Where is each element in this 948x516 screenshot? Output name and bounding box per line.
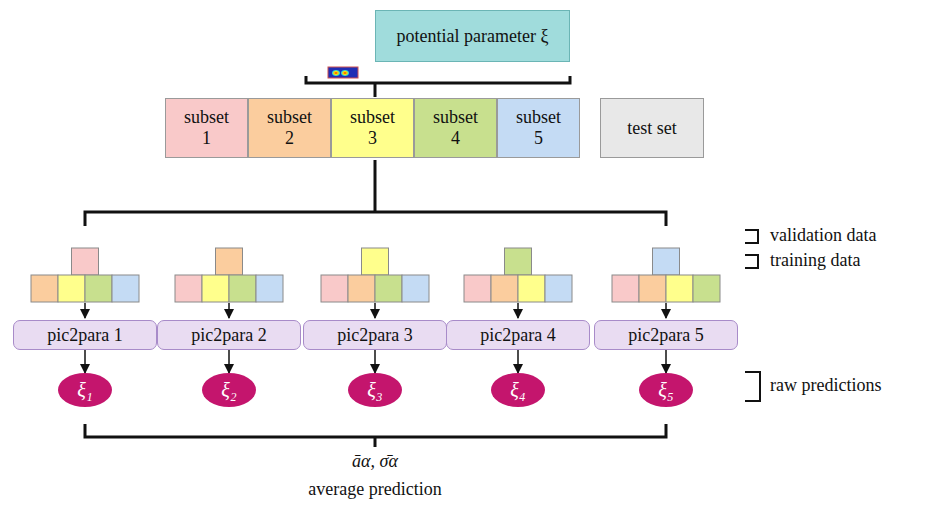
mid-bracket xyxy=(85,212,666,226)
fold-square xyxy=(545,275,572,302)
node-text: pic2para 1 xyxy=(47,325,122,346)
prediction-ellipse: ξ₁ xyxy=(58,373,112,407)
brackets xyxy=(85,76,760,447)
bottom-bracket-stem xyxy=(374,437,377,447)
model-box: pic2para 5 xyxy=(594,320,738,350)
fold-square xyxy=(693,275,720,302)
mid-bracket-stem xyxy=(374,160,377,212)
fold-square xyxy=(362,248,389,275)
formula: āα, σ̄α xyxy=(352,452,398,472)
legend-note: training data xyxy=(770,251,860,271)
fold-square xyxy=(321,275,348,302)
fold-square xyxy=(402,275,429,302)
fold-square xyxy=(505,248,532,275)
subset-box: subset 4 xyxy=(414,98,497,158)
test-set-box: test set xyxy=(600,98,704,158)
prediction-ellipse: ξ₃ xyxy=(348,373,402,407)
legend-note: validation data xyxy=(770,226,876,246)
subset-box: subset 1 xyxy=(165,98,248,158)
param-box: potential parameter ξ xyxy=(375,10,570,62)
top-bracket-stem xyxy=(374,83,377,97)
model-box: pic2para 2 xyxy=(157,320,301,350)
fold-square xyxy=(85,275,112,302)
node-text: subset 3 xyxy=(346,107,399,148)
caption-text: average prediction xyxy=(308,480,441,500)
fold-square xyxy=(216,248,243,275)
fold-square xyxy=(175,275,202,302)
prediction-ellipse: ξ₄ xyxy=(491,373,545,407)
fold-square xyxy=(202,275,229,302)
fold-square xyxy=(112,275,139,302)
bottom-bracket xyxy=(85,424,666,437)
node-text: potential parameter ξ xyxy=(397,26,549,47)
node-text: ξ₄ xyxy=(510,379,526,402)
feed-arrow xyxy=(228,303,230,318)
side-bracket xyxy=(745,372,760,401)
fold-square xyxy=(31,275,58,302)
node-text: pic2para 3 xyxy=(337,325,412,346)
fold-square xyxy=(653,248,680,275)
model-box: pic2para 1 xyxy=(13,320,157,350)
node-text: subset 5 xyxy=(512,107,565,148)
fold-square xyxy=(639,275,666,302)
connector-arrow xyxy=(84,350,86,373)
fold-square xyxy=(348,275,375,302)
fold-square xyxy=(375,275,402,302)
node-text: ξ₅ xyxy=(658,379,674,402)
connector-arrow xyxy=(665,350,667,373)
side-bracket xyxy=(745,230,758,243)
subset-box: subset 2 xyxy=(248,98,331,158)
connector-arrow xyxy=(374,350,376,373)
fold-square xyxy=(612,275,639,302)
feed-arrow xyxy=(665,303,667,318)
fold-square xyxy=(72,248,99,275)
legend-note: raw predictions xyxy=(770,376,881,396)
node-text: subset 1 xyxy=(180,107,233,148)
fold-squares xyxy=(31,248,720,302)
prediction-ellipse: ξ₅ xyxy=(639,373,693,407)
fold-square xyxy=(518,275,545,302)
node-text: pic2para 4 xyxy=(480,325,555,346)
subset-box: subset 3 xyxy=(331,98,414,158)
fold-square xyxy=(229,275,256,302)
top-bracket xyxy=(306,76,570,83)
prediction-ellipse: ξ₂ xyxy=(202,373,256,407)
node-text: pic2para 5 xyxy=(628,325,703,346)
side-bracket xyxy=(745,255,758,268)
feed-arrow xyxy=(517,303,519,318)
node-text: subset 2 xyxy=(263,107,316,148)
feed-arrow xyxy=(84,303,86,318)
connector-arrow xyxy=(228,350,230,373)
heatmap-thumbnail xyxy=(328,67,358,78)
training-arrows xyxy=(85,303,666,318)
fold-square xyxy=(491,275,518,302)
model-box: pic2para 3 xyxy=(303,320,447,350)
subset-box: subset 5 xyxy=(497,98,580,158)
node-text: ξ₃ xyxy=(367,379,383,402)
fold-square xyxy=(58,275,85,302)
model-box: pic2para 4 xyxy=(446,320,590,350)
fold-square xyxy=(666,275,693,302)
fold-square xyxy=(464,275,491,302)
node-text: pic2para 2 xyxy=(191,325,266,346)
node-text: test set xyxy=(627,118,677,139)
node-text: subset 4 xyxy=(429,107,482,148)
node-text: ξ₂ xyxy=(221,379,237,402)
feed-arrow xyxy=(374,303,376,318)
node-text: ξ₁ xyxy=(77,379,93,402)
connector-arrow xyxy=(517,350,519,373)
fold-square xyxy=(256,275,283,302)
